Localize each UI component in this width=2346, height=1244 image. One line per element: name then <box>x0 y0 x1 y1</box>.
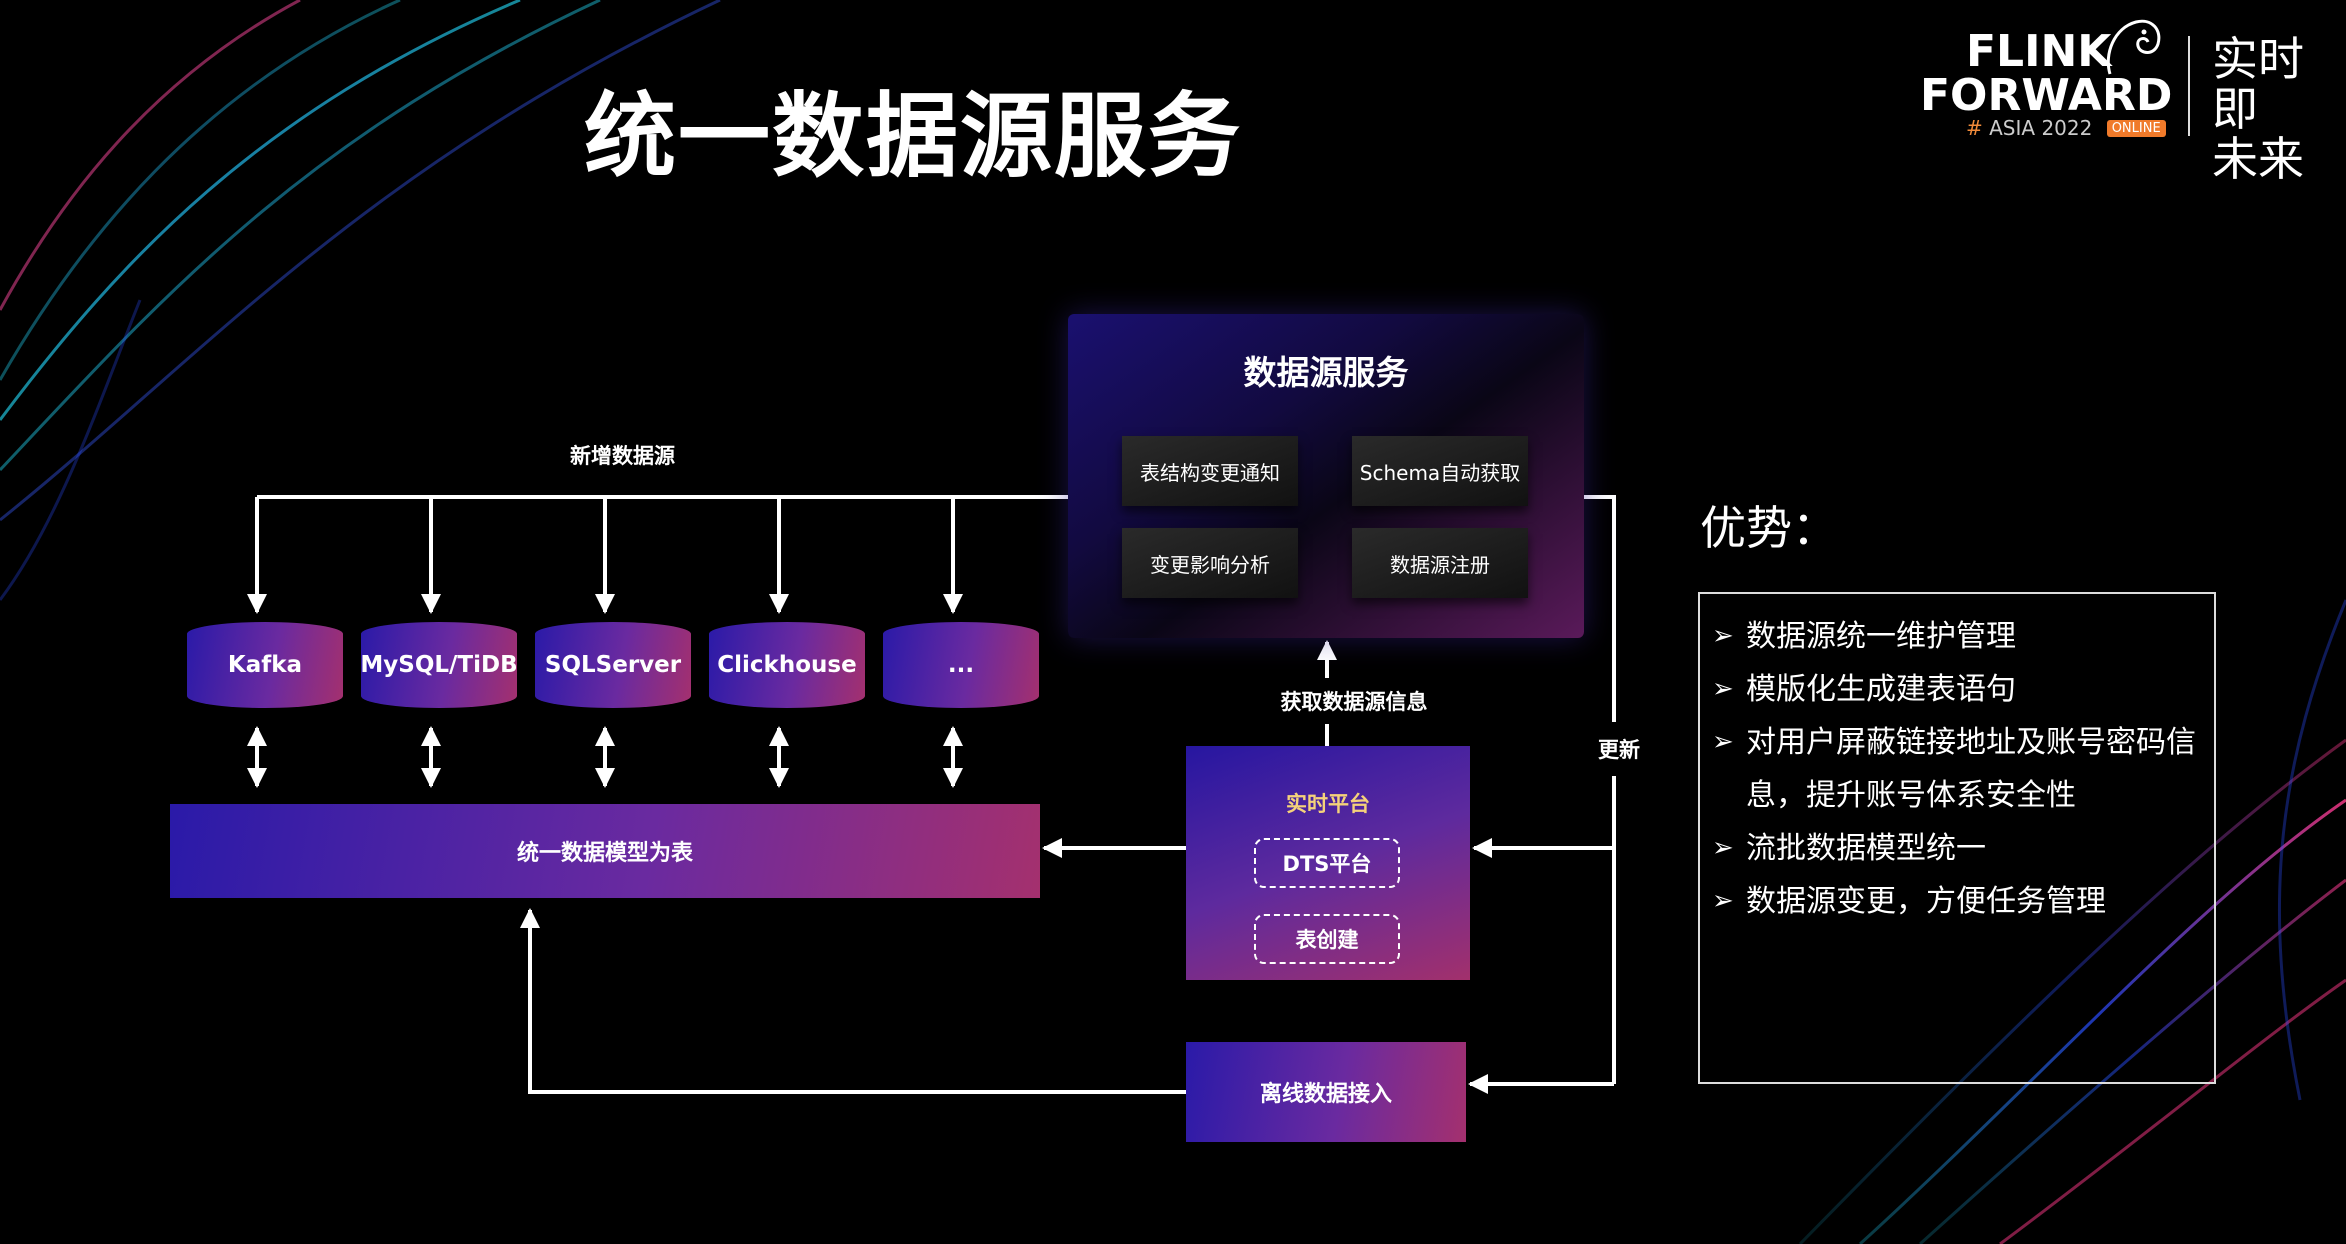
feature-schema-change-notify: 表结构变更通知 <box>1122 436 1298 506</box>
fetch-source-info-label: 获取数据源信息 <box>1232 678 1476 724</box>
logo-line1: FLINK <box>1966 26 2112 77</box>
offline-ingestion-box: 离线数据接入 <box>1186 1042 1466 1142</box>
logo-divider <box>2188 36 2190 136</box>
arrow-offline-to-model <box>520 908 1186 1094</box>
arrow-bullet-icon: ➢ <box>1712 674 1734 704</box>
logo-subtitle: # ASIA 2022 ONLINE <box>1966 116 2166 140</box>
logo-line2: FORWARD <box>1920 70 2173 121</box>
source-clickhouse: Clickhouse <box>709 622 865 708</box>
logo-chinese-text: 实时即 未来 <box>2212 32 2304 186</box>
update-line <box>1584 495 1616 1084</box>
advantage-item: ➢模版化生成建表语句 <box>1712 663 2212 716</box>
realtime-platform-label: 实时平台 <box>1286 792 1370 816</box>
unified-model-bar: 统一数据模型为表 <box>170 804 1040 898</box>
update-label: 更新 <box>1584 722 1654 776</box>
new-source-label: 新增数据源 <box>570 444 675 468</box>
arrow-bullet-icon: ➢ <box>1712 833 1734 863</box>
arrow-bullet-icon: ➢ <box>1712 886 1734 916</box>
squirrel-icon <box>2106 19 2161 75</box>
feature-schema-auto-fetch: Schema自动获取 <box>1352 436 1528 506</box>
table-create: 表创建 <box>1254 914 1400 964</box>
advantage-item: ➢数据源统一维护管理 <box>1712 610 2212 663</box>
service-title: 数据源服务 <box>1243 353 1409 392</box>
source-sqlserver: SQLServer <box>535 622 691 708</box>
feature-source-register: 数据源注册 <box>1352 528 1528 598</box>
arrow-bullet-icon: ➢ <box>1712 621 1734 651</box>
online-badge: ONLINE <box>2106 120 2166 137</box>
advantage-item: ➢对用户屏蔽链接地址及账号密码信息，提升账号体系安全性 <box>1712 716 2212 822</box>
advantages-box <box>1698 592 2216 1084</box>
advantages-list: ➢数据源统一维护管理 ➢模版化生成建表语句 ➢对用户屏蔽链接地址及账号密码信息，… <box>1712 610 2212 928</box>
flink-forward-logo: FLINK FORWARD <box>1920 30 2172 118</box>
feature-change-impact-analysis: 变更影响分析 <box>1122 528 1298 598</box>
advantage-item: ➢流批数据模型统一 <box>1712 822 2212 875</box>
realtime-platform-box <box>1186 746 1470 980</box>
source-kafka: Kafka <box>187 622 343 708</box>
source-mysql-tidb: MySQL/TiDB <box>360 622 518 708</box>
advantages-title: 优势： <box>1700 501 1838 555</box>
page-title: 统一数据源服务 <box>583 83 1242 190</box>
dts-platform: DTS平台 <box>1254 838 1400 888</box>
source-more: ... <box>883 622 1039 708</box>
arrow-bullet-icon: ➢ <box>1712 727 1734 757</box>
advantage-item: ➢数据源变更，方便任务管理 <box>1712 875 2212 928</box>
